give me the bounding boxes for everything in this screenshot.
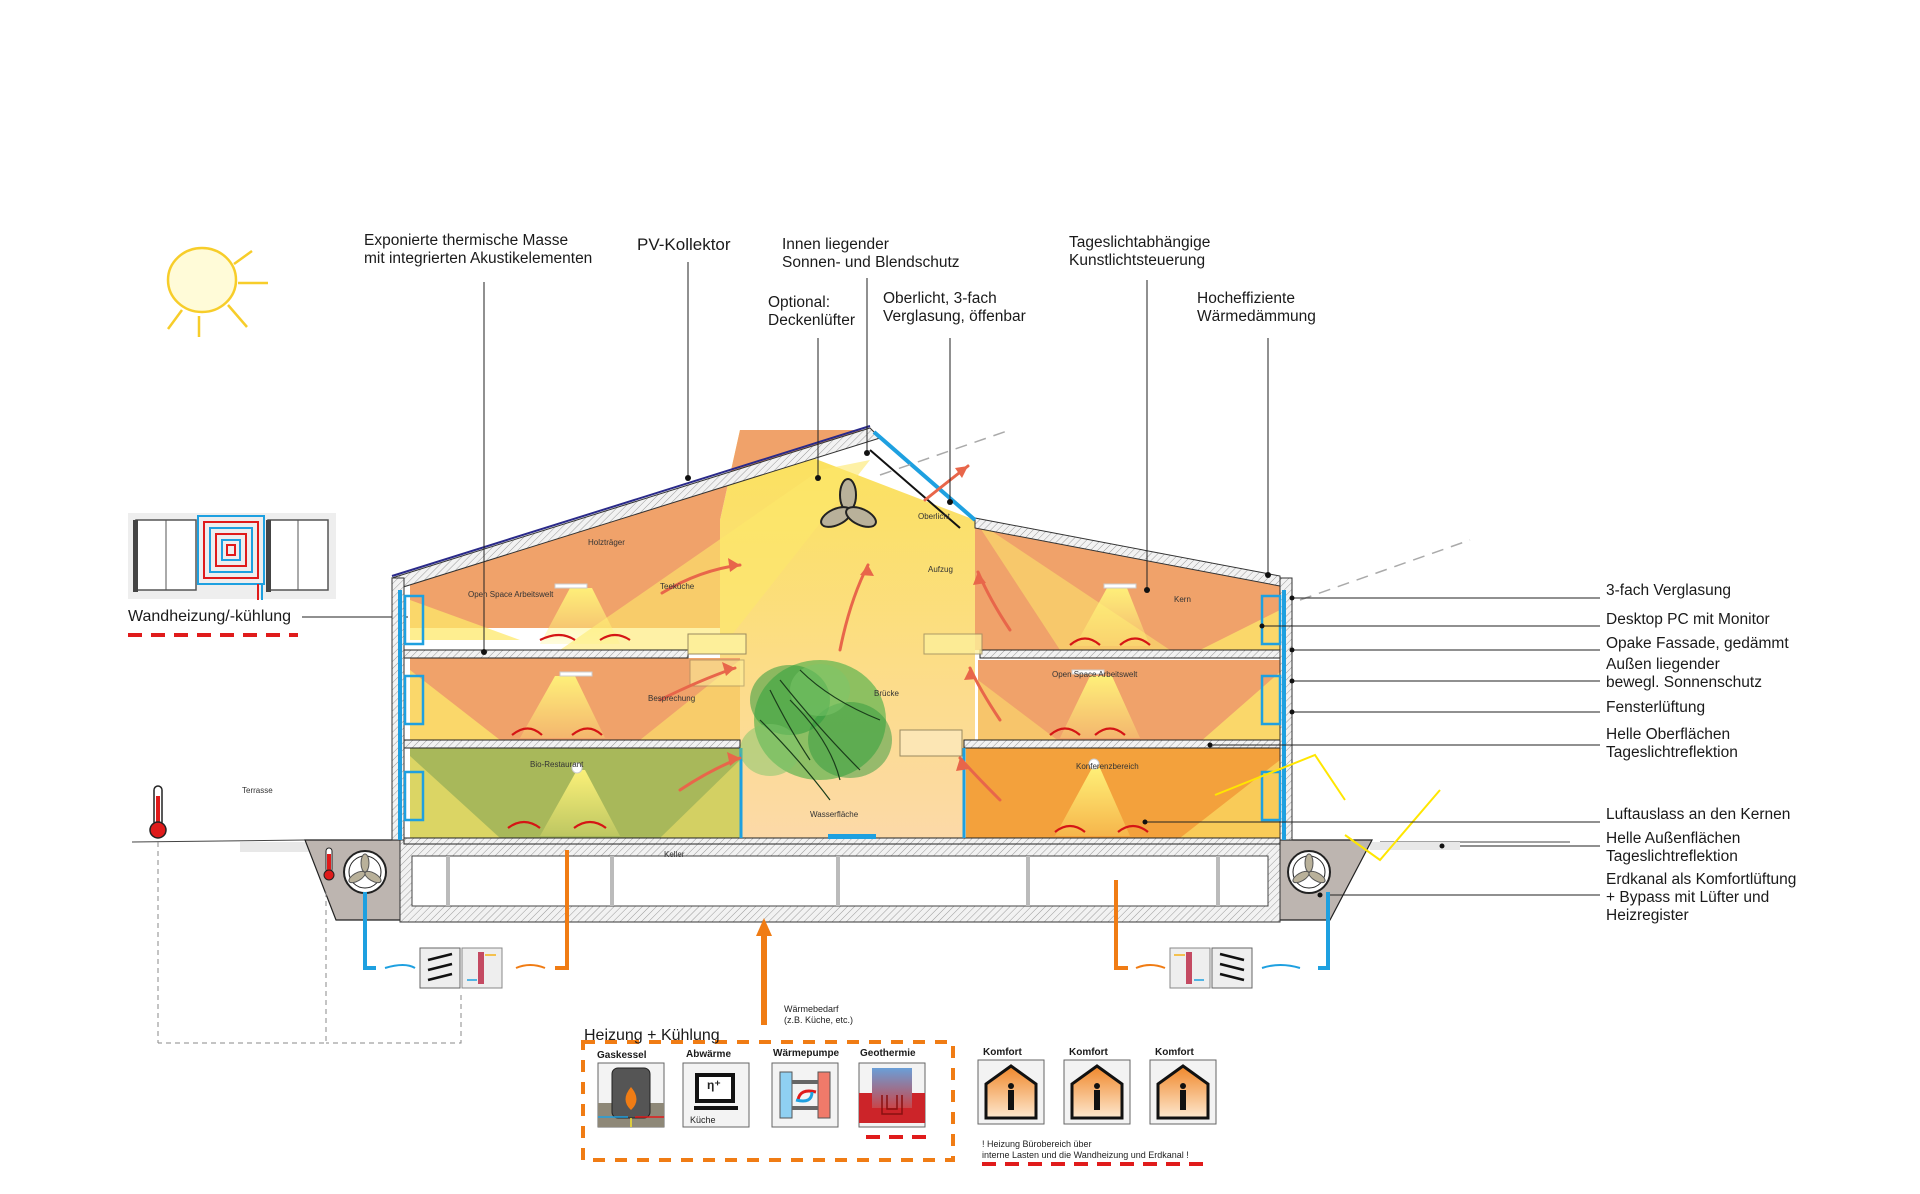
waste-heat-sublabel: Küche — [690, 1115, 716, 1125]
callout-insulation: Hocheffiziente Wärmedämmung — [1197, 290, 1316, 325]
room-oberlicht: Oberlicht — [918, 512, 951, 521]
heating-cooling-title: Heizung + Kühlung — [584, 1027, 720, 1044]
callout-ceiling-fan: Optional: Deckenlüfter — [768, 294, 856, 329]
callout-desktop-pc: Desktop PC mit Monitor — [1606, 611, 1770, 628]
callout-daylight-control: Tageslichtabhängige Kunstlichtsteuerung — [1069, 234, 1211, 269]
leader-lines-top — [483, 262, 1269, 652]
basement — [399, 839, 1281, 923]
room-open-space-2: Open Space Arbeitswelt — [1052, 670, 1138, 679]
waste-heat-computer-icon — [682, 1062, 750, 1128]
callout-outer-sunshade: Außen liegender bewegl. Sonnenschutz — [1606, 656, 1762, 691]
callout-opaque-facade: Opake Fassade, gedämmt — [1606, 635, 1789, 652]
tree-illustration — [740, 660, 892, 801]
heat-demand-arrow-icon — [756, 918, 772, 936]
comfort-label-2: Komfort — [1069, 1047, 1108, 1058]
thermometer-outdoor-icon — [149, 785, 167, 839]
callout-window-ventilation: Fensterlüftung — [1606, 699, 1706, 716]
callout-bright-surfaces: Helle Oberflächen Tageslichtreflektion — [1606, 726, 1738, 761]
heating-register-left-icon — [461, 947, 503, 989]
room-bruecke: Brücke — [874, 689, 899, 698]
source-label-geothermie: Geothermie — [860, 1048, 916, 1059]
leader-dots-top — [481, 450, 1271, 655]
duct-fan-right-icon — [1287, 850, 1331, 894]
comfort-house-icon-3 — [1149, 1059, 1217, 1125]
ground-line — [131, 839, 1570, 852]
callout-skylight: Oberlicht, 3-fach Verglasung, öffenbar — [883, 290, 1026, 325]
ceiling-fan-icon — [820, 478, 877, 528]
room-wasserflaeche: Wasserfläche — [810, 810, 859, 819]
comfort-house-icon-1 — [977, 1059, 1045, 1125]
control-dashed-line — [158, 892, 462, 1044]
room-bio-restaurant: Bio-Restaurant — [530, 760, 584, 769]
heat-pump-icon — [771, 1062, 839, 1128]
callout-inner-sunshade: Innen liegender Sonnen- und Blendschutz — [782, 236, 960, 271]
wall-heating-illustration — [128, 513, 336, 600]
leader-dots-right — [1142, 595, 1445, 898]
callout-bright-outer-surfaces: Helle Außenflächen Tageslichtreflektion — [1606, 830, 1741, 865]
room-terrasse: Terrasse — [242, 786, 273, 795]
comfort-house-icon-2 — [1063, 1059, 1131, 1125]
room-open-space-1: Open Space Arbeitswelt — [468, 590, 554, 599]
room-besprechung: Besprechung — [648, 694, 696, 703]
source-label-abwaerme: Abwärme — [686, 1049, 732, 1060]
room-keller: Keller — [664, 850, 685, 859]
callout-triple-glazing: 3-fach Verglasung — [1606, 582, 1731, 599]
callout-air-outlet: Luftauslass an den Kernen — [1606, 806, 1791, 823]
source-label-gaskessel: Gaskessel — [597, 1050, 647, 1061]
callout-earth-duct: Erdkanal als Komfortlüftung + Bypass mit… — [1606, 871, 1797, 924]
room-aufzug: Aufzug — [928, 565, 953, 574]
source-label-waermepumpe: Wärmepumpe — [773, 1048, 840, 1059]
building-section — [391, 425, 1471, 862]
gas-boiler-icon — [597, 1062, 665, 1128]
sun-icon — [166, 246, 268, 337]
heat-recovery-right-icon — [1211, 947, 1253, 989]
callout-pv-collector: PV-Kollektor — [637, 235, 731, 254]
heating-register-right-icon — [1169, 947, 1211, 989]
room-holztraeger: Holzträger — [588, 538, 625, 547]
comfort-note: ! Heizung Bürobereich über interne Laste… — [982, 1139, 1189, 1160]
comfort-label-1: Komfort — [983, 1047, 1022, 1058]
thermometer-duct-icon — [323, 847, 335, 881]
room-teekueche: Teeküche — [660, 582, 695, 591]
geothermal-icon — [858, 1062, 926, 1128]
leader-lines-right — [1145, 597, 1600, 896]
wall-heating-label: Wandheizung/-kühlung — [128, 608, 292, 625]
room-konferenzbereich: Konferenzbereich — [1076, 762, 1139, 771]
waste-heat-symbol: η⁺ — [707, 1078, 721, 1092]
heating-cooling-box — [581, 1040, 955, 1162]
heat-demand-label: Wärmebedarf (z.B. Küche, etc.) — [784, 1004, 854, 1025]
heat-recovery-left-icon — [419, 947, 461, 989]
supply-piping — [363, 850, 1330, 1025]
duct-fan-left-icon — [343, 850, 387, 894]
comfort-label-3: Komfort — [1155, 1047, 1194, 1058]
room-kern: Kern — [1174, 595, 1191, 604]
callout-thermal-mass: Exponierte thermische Masse mit integrie… — [364, 232, 593, 267]
